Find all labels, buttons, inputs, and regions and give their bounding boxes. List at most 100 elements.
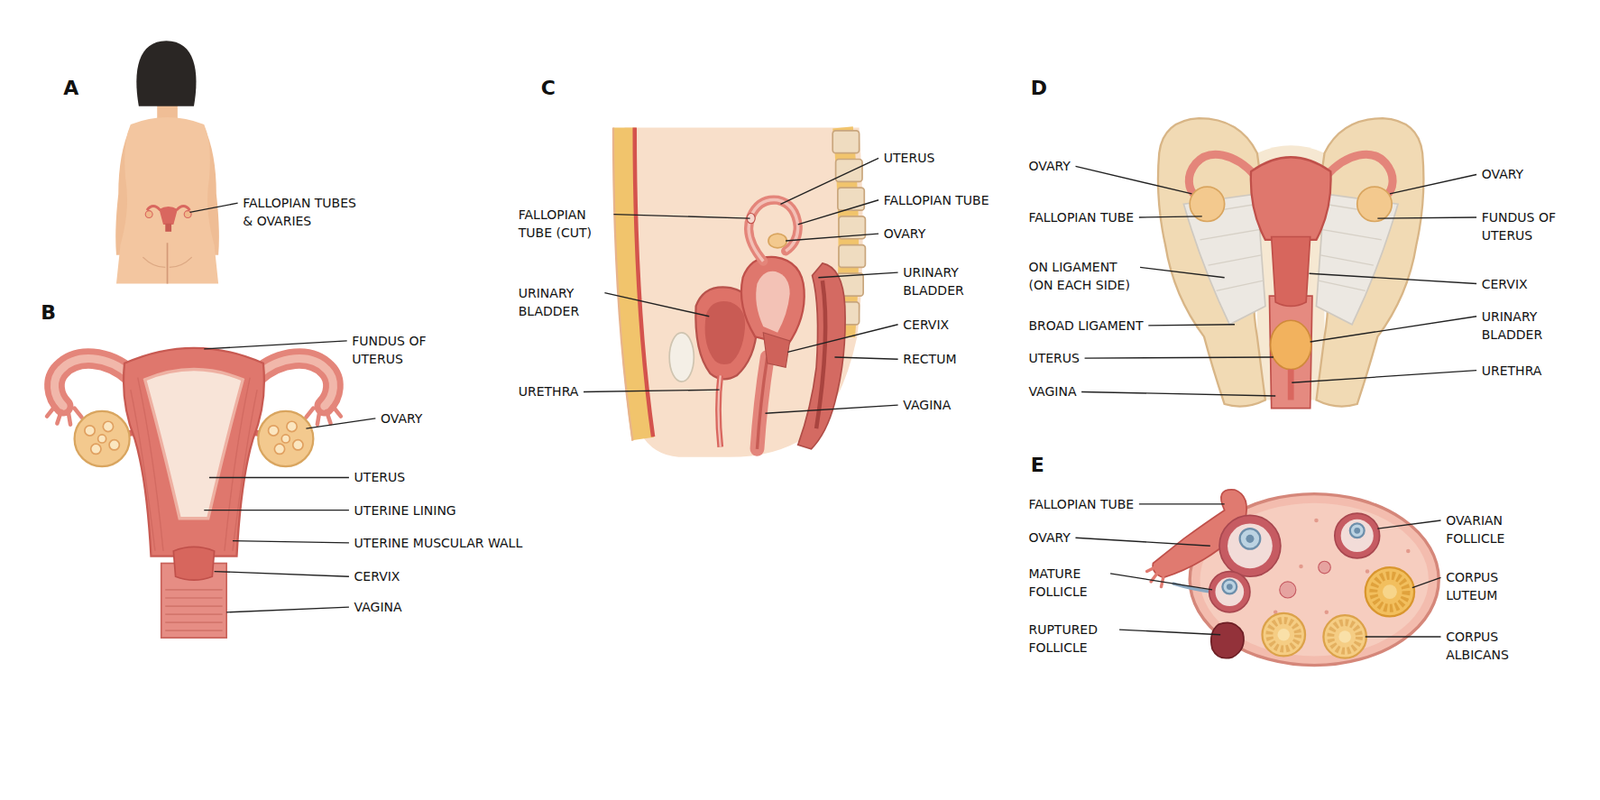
back-view-figure-part	[147, 206, 161, 212]
ovary-section-figure-part	[1353, 527, 1361, 534]
leader-line	[305, 418, 376, 429]
leader-line	[604, 293, 709, 317]
part-label: URINARY BLADDER	[902, 263, 984, 300]
uterus-front-figure-part-part	[91, 443, 102, 454]
leader-line	[781, 157, 880, 204]
uterus-front-figure-part-part	[286, 421, 297, 432]
ovary-section-figure-part	[1240, 528, 1261, 550]
uterus-front-figure-part	[257, 411, 313, 467]
part-label: CERVIX	[902, 315, 949, 334]
leader-line	[787, 324, 898, 353]
part-label: URINARY BLADDER	[518, 284, 600, 321]
pelvis-figure-part	[1315, 118, 1424, 406]
ovary-section-figure-part	[1222, 579, 1237, 595]
sagittal-section-figure-part-part	[837, 187, 865, 211]
part-label: FALLOPIAN TUBES & OVARIES	[242, 193, 360, 230]
part-label: OVARY	[380, 409, 423, 428]
part-label: OVARIAN FOLLICLE	[1445, 511, 1527, 548]
leader-line	[203, 340, 347, 350]
leader-line	[1291, 370, 1477, 384]
leader-line	[1075, 537, 1211, 546]
ovary-section-figure-part	[1365, 567, 1415, 617]
back-view-figure-part	[166, 242, 169, 284]
part-label: FALLOPIAN TUBE	[883, 191, 990, 210]
ovary-section-figure-part	[1226, 583, 1233, 590]
part-label: UTERINE MUSCULAR WALL	[354, 533, 524, 552]
leader-line	[1110, 573, 1213, 590]
uterus-front-figure-part	[123, 348, 265, 557]
part-label: CORPUS LUTEUM	[1445, 568, 1518, 605]
part-label: RUPTURED FOLLICLE	[1028, 620, 1114, 657]
back-view-figure-part	[116, 117, 219, 284]
sagittal-section-figure-part	[624, 127, 863, 457]
uterus-front-figure-part	[145, 369, 244, 519]
sagittal-section-figure-part	[816, 280, 826, 429]
sagittal-section-figure-part	[768, 233, 787, 249]
leader-lines	[189, 157, 1477, 637]
part-label: URETHRA	[518, 382, 580, 401]
ovary-section-figure-part	[1219, 514, 1281, 577]
pelvis-figure-part	[1158, 118, 1266, 406]
sagittal-section-figure-part	[756, 357, 767, 450]
leader-line	[1377, 520, 1441, 529]
sagittal-section-figure-part	[717, 375, 720, 447]
back-view-figure-part	[145, 211, 153, 219]
sagittal-section-figure-part	[756, 357, 767, 450]
sagittal-section-figure-part	[755, 271, 790, 333]
uterus-front-figure-part	[74, 411, 130, 467]
part-label: UTERUS	[1028, 349, 1080, 368]
sagittal-section-figure	[613, 127, 865, 457]
back-view-figure-part	[142, 257, 192, 267]
uterus-front-figure-part	[54, 358, 130, 406]
sagittal-section-figure-part	[613, 127, 633, 441]
ovary-section-figure-part	[1341, 519, 1374, 552]
pelvis-figure-part	[1270, 320, 1312, 369]
uterus-front-figure-part	[305, 405, 341, 424]
back-view-figure-part	[176, 206, 191, 212]
part-label: ON LIGAMENT (ON EACH SIDE)	[1028, 257, 1135, 295]
part-label: FUNDUS OF UTERUS	[1481, 208, 1573, 245]
leader-line	[1140, 266, 1225, 277]
sagittal-section-figure-part-part	[838, 245, 865, 268]
back-view-figure-part	[158, 206, 177, 225]
part-label: OVARY	[1481, 165, 1524, 184]
back-view-figure-part	[136, 40, 196, 106]
ovary-section-figure-part	[1350, 523, 1365, 538]
leader-line	[1139, 216, 1203, 218]
sagittal-section-figure-part	[748, 200, 799, 262]
panel-letter: B	[40, 301, 56, 325]
part-label: CORPUS ALBICANS	[1445, 627, 1527, 664]
ovary-section-figure-part	[1227, 523, 1273, 569]
leader-line	[189, 202, 238, 212]
leader-line	[1412, 577, 1442, 588]
leader-line	[1075, 165, 1193, 194]
leader-line	[1389, 174, 1477, 194]
uterus-front-figure-part-part	[293, 440, 304, 451]
pelvis-figure-part	[1268, 295, 1313, 408]
leader-line	[1139, 503, 1225, 505]
part-label: UTERUS	[883, 148, 936, 167]
leader-line	[1377, 217, 1477, 219]
ovary-section-figure-part	[1268, 620, 1298, 650]
ovary-section-figure-part-part	[1406, 549, 1411, 554]
ovary-section-figure	[1147, 489, 1440, 666]
uterus-front-figure-part	[257, 358, 333, 406]
part-label: MATURE FOLLICLE	[1028, 564, 1105, 601]
ovary-section-figure-part	[1147, 567, 1164, 587]
part-label: CERVIX	[1481, 275, 1528, 294]
leader-line	[798, 200, 879, 225]
sagittal-section-figure-part	[717, 375, 720, 447]
part-label: FALLOPIAN TUBE	[1028, 495, 1134, 514]
uterus-front-figure	[46, 348, 341, 638]
part-label: OVARY	[1028, 156, 1070, 175]
part-label: FALLOPIAN TUBE	[1028, 208, 1134, 227]
ovary-section-figure-part	[1382, 584, 1398, 599]
back-view-figure	[115, 40, 220, 284]
part-label: OVARY	[1028, 528, 1070, 547]
leader-line	[226, 606, 350, 613]
leader-line	[1081, 391, 1276, 396]
ovary-section-figure-part-part	[1365, 569, 1371, 574]
